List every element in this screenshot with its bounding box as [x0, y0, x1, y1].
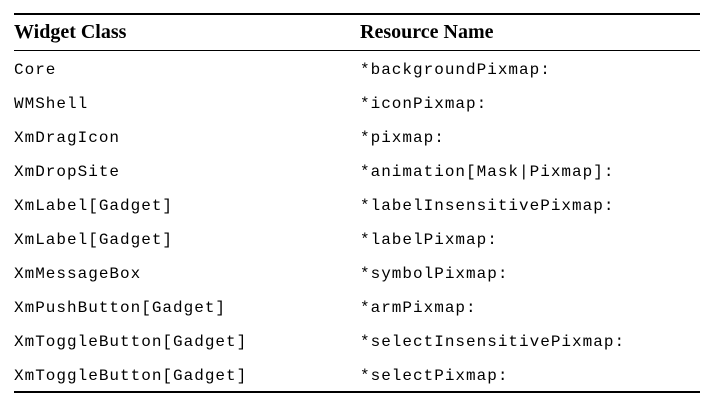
table-row: XmDragIcon *pixmap: [14, 119, 700, 153]
table-head: Widget Class Resource Name [14, 14, 700, 51]
widget-class-cell: XmPushButton[Gadget] [14, 299, 227, 317]
resource-name-cell: *selectPixmap: [360, 367, 509, 385]
table-body: Core *backgroundPixmap: WMShell *iconPix… [14, 51, 700, 393]
widget-class-cell: XmToggleButton[Gadget] [14, 333, 248, 351]
resource-name-cell: *symbolPixmap: [360, 265, 509, 283]
table-row: XmToggleButton[Gadget] *selectInsensitiv… [14, 323, 700, 357]
pixmap-resource-table: Widget Class Resource Name Core *backgro… [14, 13, 700, 393]
widget-class-cell: XmLabel[Gadget] [14, 197, 174, 215]
resource-name-cell: *backgroundPixmap: [360, 61, 551, 79]
resource-name-cell: *animation[Mask|Pixmap]: [360, 163, 615, 181]
column-header-widget-class: Widget Class [14, 14, 360, 51]
resource-name-cell: *pixmap: [360, 129, 445, 147]
resource-name-cell: *iconPixmap: [360, 95, 488, 113]
table-row: WMShell *iconPixmap: [14, 85, 700, 119]
widget-class-cell: XmToggleButton[Gadget] [14, 367, 248, 385]
table-row: XmDropSite *animation[Mask|Pixmap]: [14, 153, 700, 187]
widget-class-cell: XmDragIcon [14, 129, 121, 147]
table-row: Core *backgroundPixmap: [14, 51, 700, 86]
table-row: XmLabel[Gadget] *labelInsensitivePixmap: [14, 187, 700, 221]
widget-class-cell: XmLabel[Gadget] [14, 231, 174, 249]
resource-name-cell: *armPixmap: [360, 299, 477, 317]
resource-name-cell: *labelPixmap: [360, 231, 498, 249]
resource-name-cell: *labelInsensitivePixmap: [360, 197, 615, 215]
table-row: XmMessageBox *symbolPixmap: [14, 255, 700, 289]
widget-class-cell: XmMessageBox [14, 265, 142, 283]
widget-class-cell: WMShell [14, 95, 89, 113]
widget-class-cell: Core [14, 61, 57, 79]
table-row: XmToggleButton[Gadget] *selectPixmap: [14, 357, 700, 392]
table-row: XmPushButton[Gadget] *armPixmap: [14, 289, 700, 323]
column-header-resource-name: Resource Name [360, 14, 700, 51]
table-row: XmLabel[Gadget] *labelPixmap: [14, 221, 700, 255]
table-header-row: Widget Class Resource Name [14, 14, 700, 51]
widget-class-cell: XmDropSite [14, 163, 121, 181]
resource-name-cell: *selectInsensitivePixmap: [360, 333, 626, 351]
